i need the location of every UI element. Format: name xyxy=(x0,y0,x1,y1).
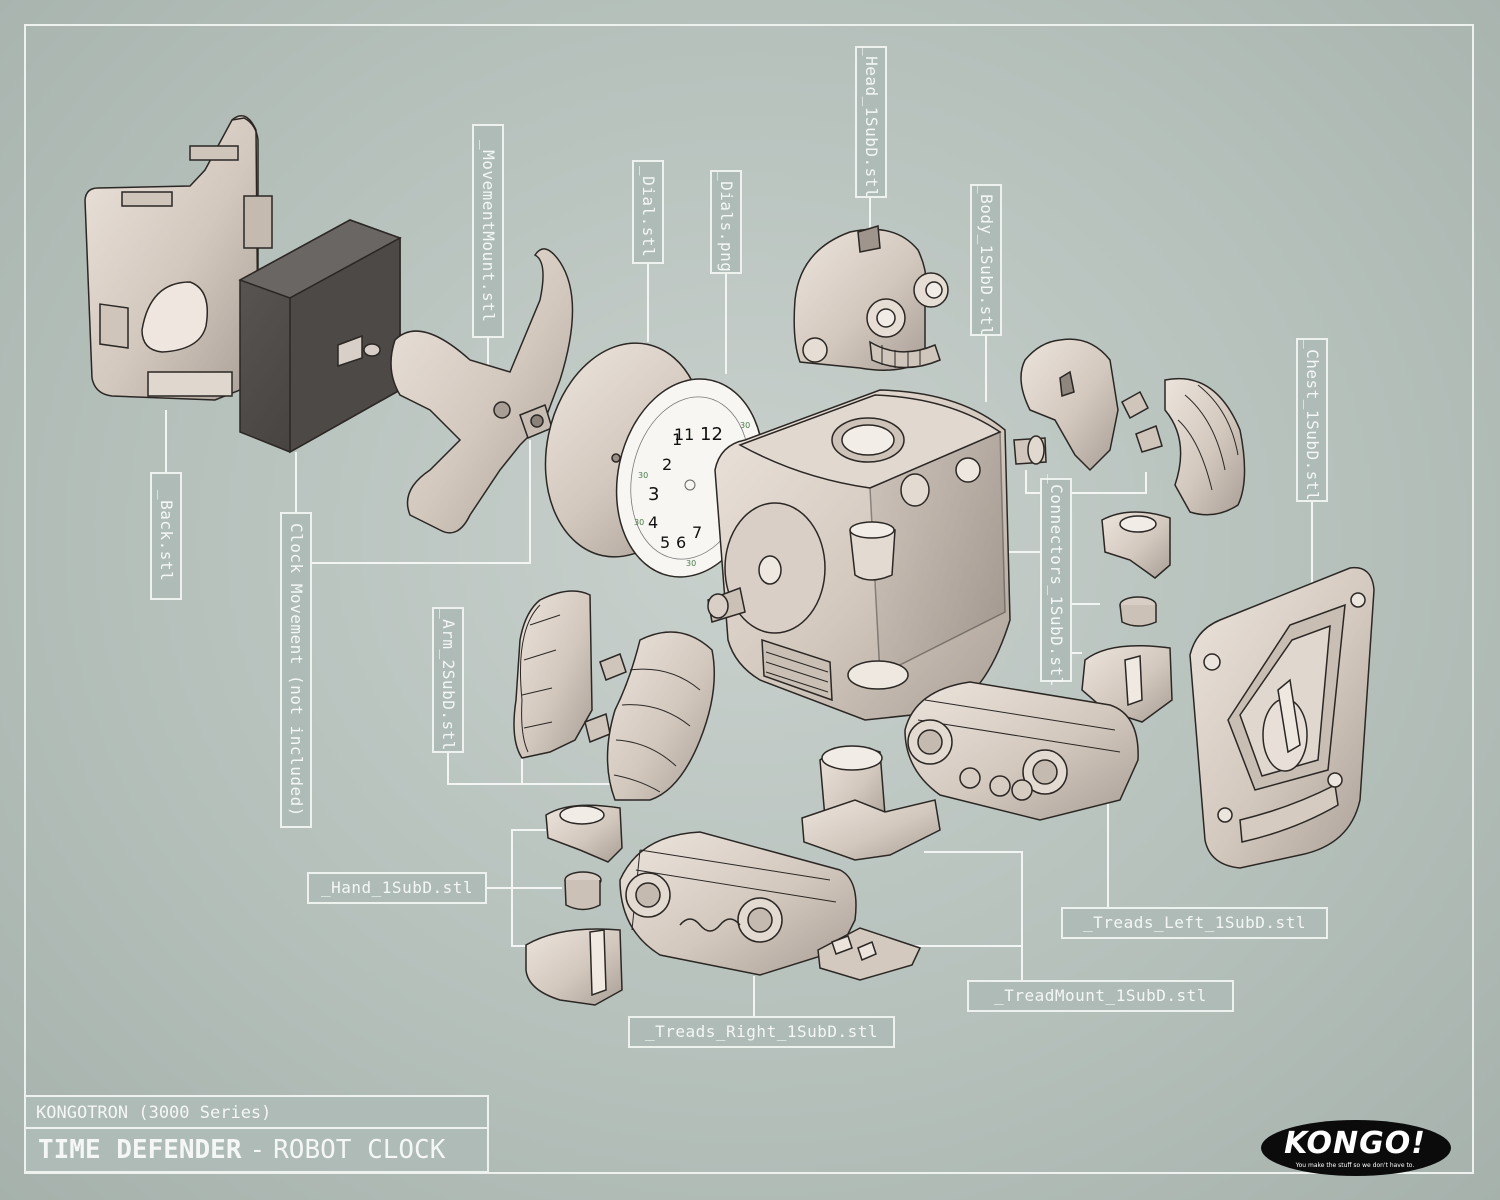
treads-right xyxy=(619,831,857,976)
dial-number: 4 xyxy=(648,513,658,532)
series-label: KONGOTRON (3000 Series) xyxy=(24,1095,489,1129)
dial-minute: 30 xyxy=(638,471,648,480)
label-dial: _Dial.stl xyxy=(632,160,664,264)
tread-mount xyxy=(801,745,941,981)
clock-movement-box xyxy=(238,219,402,454)
dial-minute: 30 xyxy=(686,559,696,568)
label-tread-mount: _TreadMount_1SubD.stl xyxy=(967,980,1234,1012)
robot-head xyxy=(793,225,949,371)
blueprint-frame xyxy=(24,24,1474,1174)
label-movement-mount: _MovementMount.stl xyxy=(472,124,504,338)
kongo-logo: KONGO! You make the stuff so we don't ha… xyxy=(1258,1120,1452,1178)
logo-wordmark: KONGO! xyxy=(1284,1126,1426,1161)
label-treads-left: _Treads_Left_1SubD.stl xyxy=(1061,907,1328,939)
label-hand: _Hand_1SubD.stl xyxy=(307,872,487,904)
dial-number: 1 xyxy=(672,430,682,449)
right-arm-parts xyxy=(1020,338,1246,723)
movement-mount xyxy=(390,248,574,534)
main-title: TIME DEFENDER-ROBOT CLOCK xyxy=(24,1129,489,1173)
dial-number: 2 xyxy=(662,455,672,474)
label-head: _Head_1SubD.stl xyxy=(855,46,887,198)
connector-parts xyxy=(849,473,930,581)
label-treads-right: _Treads_Right_1SubD.stl xyxy=(628,1016,895,1048)
label-body: _Body_1SubD.stl xyxy=(970,184,1002,336)
dial-minute: 30 xyxy=(740,421,750,430)
label-dials-png: _Dials.png xyxy=(710,170,742,274)
chest-plate xyxy=(1189,566,1375,869)
dial-number: 3 xyxy=(648,484,659,505)
label-arm: _Arm_2SubD.stl xyxy=(432,607,464,753)
label-connectors: _Connectors_1SubD.stl xyxy=(1040,474,1072,686)
dial-number: 12 xyxy=(700,424,723,445)
product-name: TIME DEFENDER xyxy=(38,1135,242,1165)
left-hand-parts xyxy=(525,804,623,1006)
treads-left xyxy=(904,681,1139,821)
dial-minute: 30 xyxy=(634,518,644,527)
title-block: KONGOTRON (3000 Series) TIME DEFENDER-RO… xyxy=(24,1095,489,1173)
kongo-logo-ellipse xyxy=(1261,1120,1451,1176)
title-dash: - xyxy=(249,1135,266,1165)
dial-number: 6 xyxy=(676,533,686,552)
label-back: _Back.stl xyxy=(150,472,182,600)
dial-number: 11 xyxy=(674,425,694,444)
dial-number: 7 xyxy=(692,523,702,542)
product-subtitle: ROBOT CLOCK xyxy=(273,1135,446,1165)
label-chest: _Chest_1SubD.stl xyxy=(1296,338,1328,502)
back-panel xyxy=(84,115,273,401)
label-clock-movement: Clock Movement (not included) xyxy=(280,512,312,828)
dial-number: 5 xyxy=(660,533,670,552)
logo-tagline: You make the stuff so we don't have to. xyxy=(1295,1162,1415,1169)
left-arm-parts xyxy=(513,590,716,801)
